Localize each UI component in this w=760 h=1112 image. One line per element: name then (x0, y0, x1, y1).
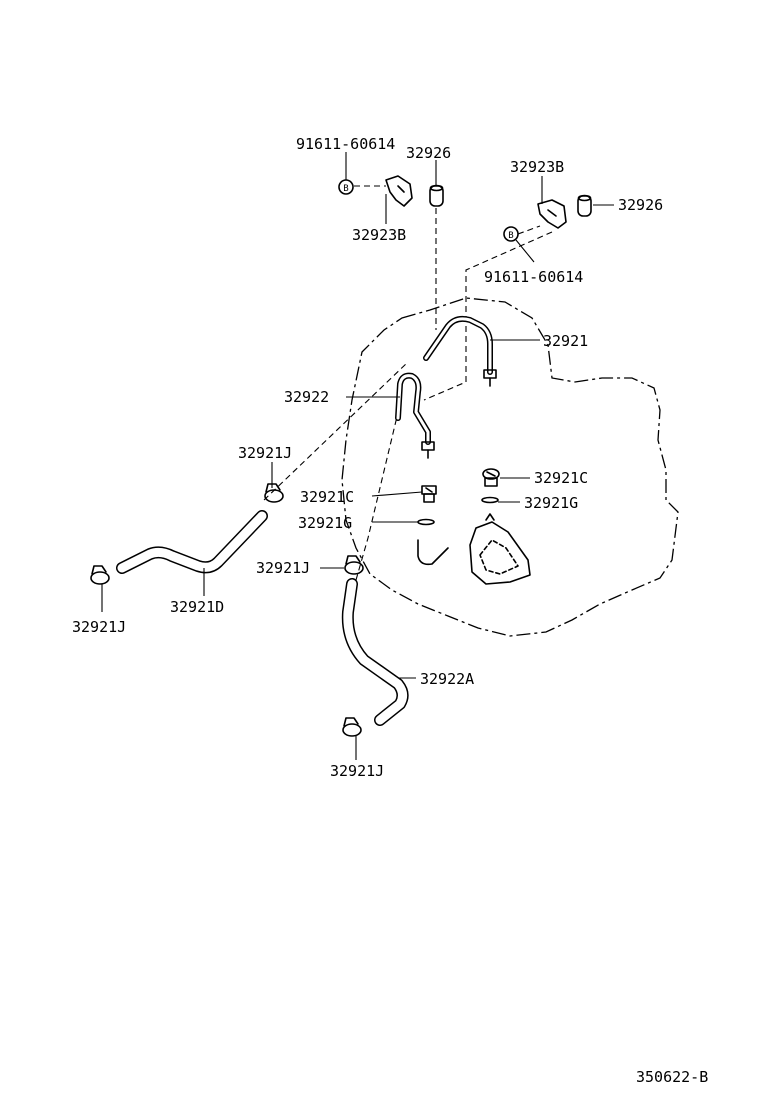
case-hook-detail (417, 539, 449, 566)
callout-clip-left: 32921J (238, 444, 292, 462)
clip-left-icon (264, 483, 284, 503)
callout-hose-top-right: 32926 (618, 196, 663, 214)
clamp-top-right-icon (537, 199, 567, 229)
pipe-lower-icon (395, 372, 435, 459)
case-bracket-inner (479, 539, 519, 575)
callout-bolt-top-right: 91611-60614 (484, 268, 583, 286)
plug-right-icon (482, 468, 500, 487)
callout-clamp-top-left: 32923B (352, 226, 406, 244)
bolt-top-right-icon: B (503, 226, 519, 242)
callout-clip-middle: 32921J (256, 559, 310, 577)
svg-text:B: B (508, 231, 513, 241)
callout-hose-top-left: 32926 (406, 144, 451, 162)
clip-far-left-icon (90, 565, 110, 585)
callout-clip-far-left: 32921J (72, 618, 126, 636)
clip-middle-icon (344, 555, 364, 575)
hose-left-icon (116, 510, 268, 574)
hose-top-right-icon (577, 194, 592, 217)
clip-bottom-icon (342, 717, 362, 737)
diagram-code: 350622-B (636, 1068, 708, 1086)
assembly-line-top-right-bolt (517, 225, 541, 235)
hose-bottom-icon (341, 578, 409, 726)
callout-clip-bottom: 32921J (330, 762, 384, 780)
o-ring-right-icon (481, 496, 499, 504)
assembly-line-top-right (423, 231, 553, 401)
callout-oring-right: 32921G (524, 494, 578, 512)
callout-clamp-top-right: 32923B (510, 158, 564, 176)
assembly-line-left-hose (263, 361, 409, 501)
leader-plug-left (371, 491, 423, 497)
callout-bolt-top-left: 91611-60614 (296, 135, 395, 153)
clamp-top-left-icon (385, 175, 413, 207)
hose-top-left-icon (429, 184, 444, 207)
callout-pipe-upper: 32921 (543, 332, 588, 350)
callout-hose-bottom: 32922A (420, 670, 474, 688)
pipe-upper-icon (423, 315, 497, 387)
o-ring-left-icon (417, 518, 435, 526)
case-tick-detail (485, 513, 495, 521)
transmission-case-outline (341, 297, 679, 637)
assembly-line-bottom-hose (355, 403, 401, 581)
case-bracket-detail (469, 521, 531, 585)
svg-text:B: B (343, 184, 348, 194)
callout-hose-left: 32921D (170, 598, 224, 616)
callout-plug-right: 32921C (534, 469, 588, 487)
plug-left-icon (421, 485, 437, 503)
bolt-top-left-icon: B (338, 179, 354, 195)
callout-oring-left: 32921G (298, 514, 352, 532)
callout-plug-left: 32921C (300, 488, 354, 506)
leader-bolt-top-right (515, 239, 535, 263)
callout-pipe-lower: 32922 (284, 388, 329, 406)
